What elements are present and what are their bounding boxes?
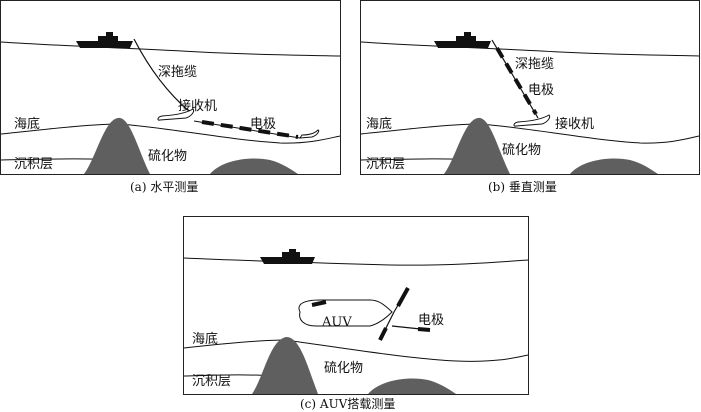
- label-seafloor: 海底: [14, 116, 40, 132]
- panel-b-frame: [360, 0, 700, 175]
- electrode-icon: [201, 120, 299, 139]
- label-sediment: 沉积层: [14, 157, 53, 172]
- caption-c: (c) AUV搭载测量: [300, 397, 395, 411]
- label-sediment: 沉积层: [192, 374, 231, 389]
- electrode-icon: [378, 327, 388, 341]
- label-receiver: 接收机: [555, 116, 594, 132]
- label-cable: 深拖缆: [158, 64, 197, 80]
- panel-b: 深拖缆 电极 接收机 海底 沉积层 硫化物: [360, 0, 700, 175]
- panel-c-frame: [183, 216, 529, 395]
- label-sulfide: 硫化物: [148, 149, 187, 164]
- label-electrode: 电极: [250, 117, 276, 132]
- electrode-icon: [311, 300, 327, 307]
- tail-float-icon: [299, 129, 320, 139]
- label-sulfide: 硫化物: [502, 143, 541, 158]
- tow-cable: [133, 38, 191, 113]
- ship-icon: [434, 32, 491, 48]
- seafloor-line: [183, 339, 529, 362]
- sulfide-mound: [444, 117, 510, 174]
- label-electrode: 电极: [418, 313, 444, 328]
- panel-a-frame: [0, 0, 341, 175]
- label-sediment: 沉积层: [366, 157, 405, 172]
- label-sulfide: 硫化物: [324, 361, 363, 376]
- sea-surface: [360, 41, 700, 57]
- panel-a: 深拖缆 接收机 电极 海底 沉积层 硫化物: [0, 0, 341, 175]
- sulfide-mound: [84, 117, 150, 174]
- sulfide-mound: [252, 336, 318, 394]
- auv-icon: [298, 299, 393, 327]
- seafloor-line: [360, 123, 700, 144]
- seafloor-line: [0, 123, 341, 144]
- receiver-icon: [513, 114, 551, 127]
- electrode-icon: [396, 287, 410, 307]
- electrode-icon: [495, 46, 538, 116]
- label-receiver: 接收机: [178, 98, 217, 114]
- sulfide-body-2: [210, 158, 298, 174]
- label-seafloor: 海底: [366, 116, 392, 132]
- label-seafloor: 海底: [192, 331, 218, 347]
- caption-a: (a) 水平测量: [130, 180, 198, 194]
- electrode-icon: [417, 327, 431, 332]
- sea-surface: [0, 41, 341, 57]
- label-electrode: 电极: [528, 83, 554, 98]
- ship-icon: [260, 249, 315, 264]
- label-cable: 深拖缆: [515, 56, 554, 72]
- sulfide-body-2: [570, 158, 658, 174]
- label-auv: AUV: [321, 315, 352, 330]
- ship-icon: [76, 32, 133, 48]
- caption-b: (b) 垂直测量: [488, 180, 557, 194]
- panel-c: AUV 电极 海底 沉积层 硫化物: [183, 216, 529, 395]
- sulfide-body-2: [368, 378, 456, 394]
- sea-surface: [183, 257, 529, 266]
- receiver-icon: [157, 108, 195, 121]
